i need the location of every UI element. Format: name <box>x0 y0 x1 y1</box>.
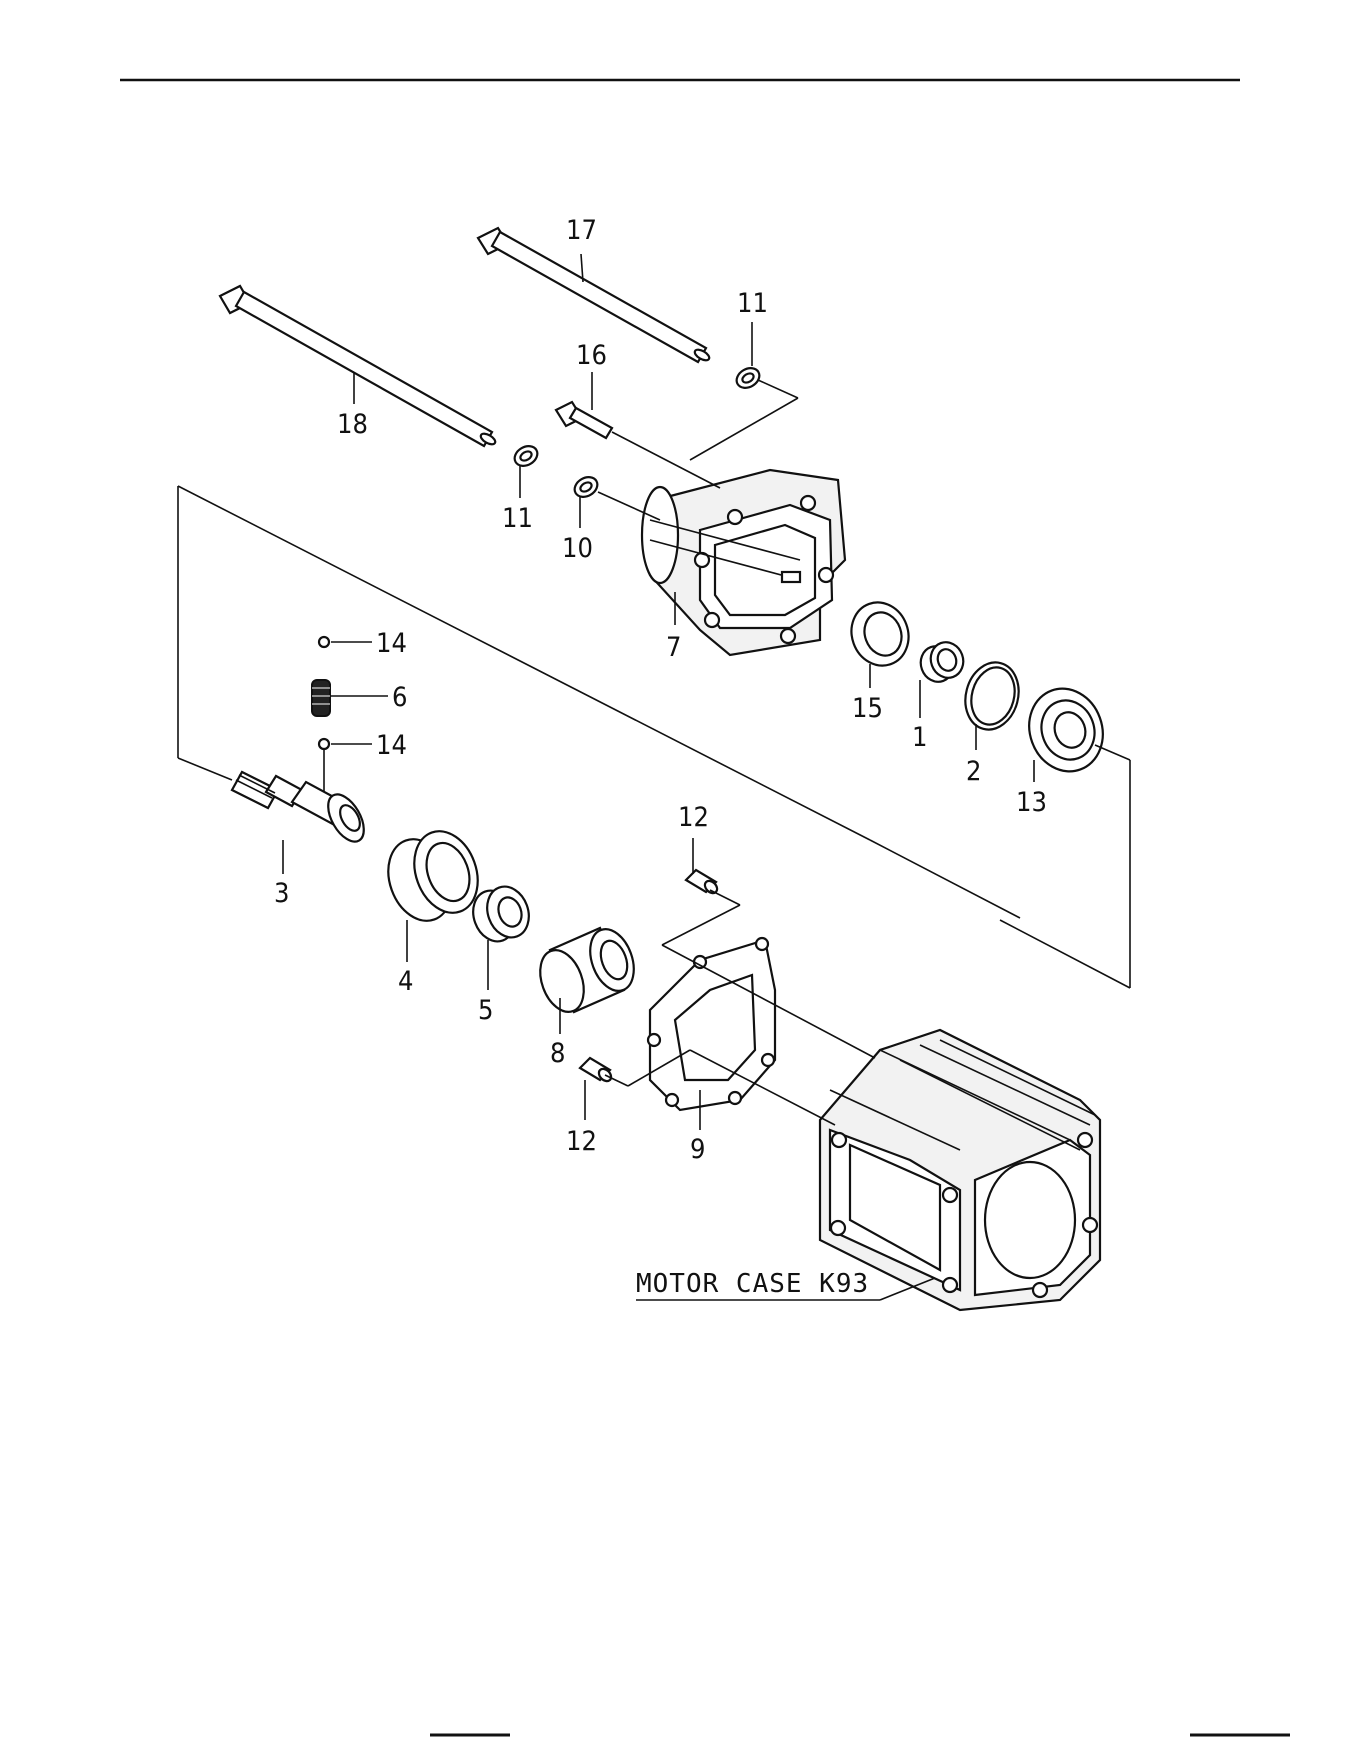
bolt-16 <box>556 402 612 438</box>
label-16: 16 <box>576 340 607 371</box>
bushing-1 <box>916 638 968 687</box>
label-15: 15 <box>852 693 883 724</box>
washer-10 <box>571 473 601 501</box>
label-5: 5 <box>478 995 493 1026</box>
label-13: 13 <box>1016 787 1047 818</box>
label-4: 4 <box>398 966 413 997</box>
seal-ring-4 <box>377 822 488 929</box>
label-14-upper: 14 <box>376 628 407 659</box>
sleeve-8 <box>532 923 641 1018</box>
label-8: 8 <box>550 1038 565 1069</box>
ball-14-upper <box>319 637 329 647</box>
label-14-lower: 14 <box>376 730 407 761</box>
label-11-upper: 11 <box>737 288 768 319</box>
label-3: 3 <box>274 878 289 909</box>
spring-6 <box>312 680 330 716</box>
motor-case-label: MOTOR CASE K93 <box>636 1269 869 1299</box>
label-2: 2 <box>966 756 981 787</box>
label-12-upper: 12 <box>678 802 709 833</box>
label-10: 10 <box>562 533 593 564</box>
label-11-lower: 11 <box>502 503 533 534</box>
label-12-lower: 12 <box>566 1126 597 1157</box>
motor-case-k93 <box>820 1030 1100 1310</box>
label-17: 17 <box>566 215 597 246</box>
bearing-13 <box>1018 678 1114 782</box>
washer-11-lower <box>511 442 541 470</box>
label-6: 6 <box>392 682 407 713</box>
label-18: 18 <box>337 409 368 440</box>
washer-11-upper <box>733 364 763 392</box>
label-1: 1 <box>912 722 927 753</box>
ball-14-lower <box>319 739 329 749</box>
pump-housing-7 <box>642 470 845 655</box>
seal-15 <box>843 594 918 673</box>
dowel-pin-12-lower <box>580 1058 613 1083</box>
splined-shaft-3 <box>232 772 371 848</box>
o-ring-2 <box>958 656 1026 735</box>
label-9: 9 <box>690 1134 705 1165</box>
label-7: 7 <box>666 632 681 663</box>
